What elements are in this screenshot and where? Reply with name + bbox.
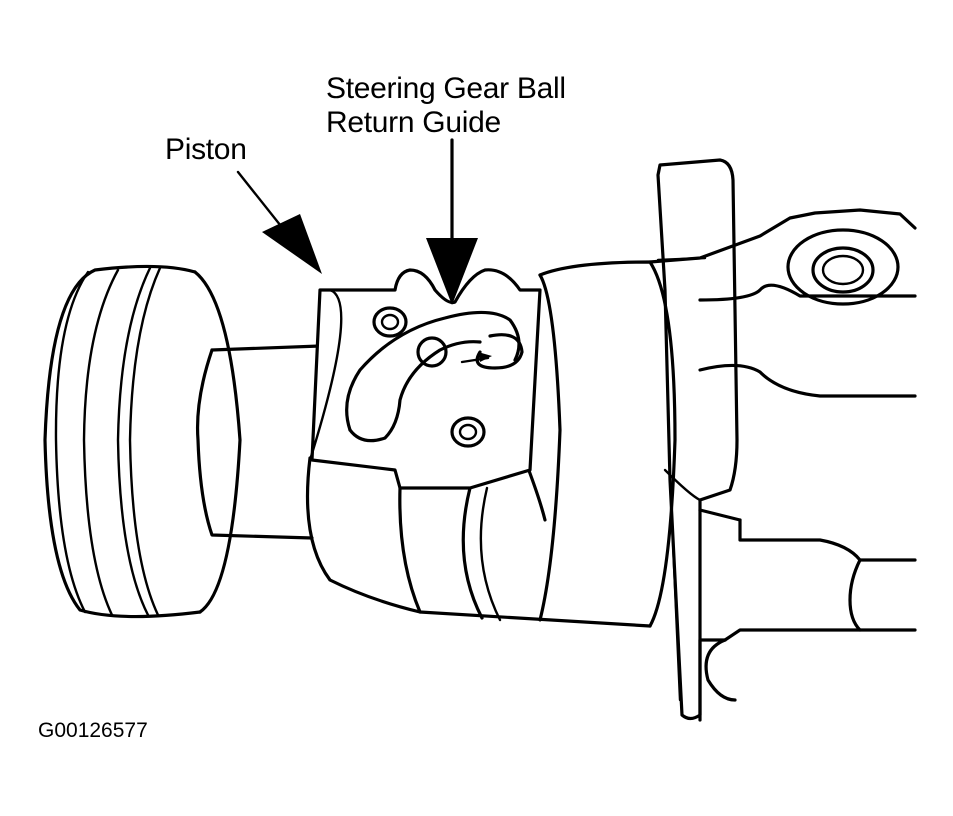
figure-id: G00126577 (38, 719, 148, 742)
piston-body (305, 260, 677, 628)
piston-label: Piston (165, 133, 247, 166)
gear-housing (648, 208, 917, 722)
guide-leader (426, 138, 478, 305)
rack-shaft (196, 344, 322, 540)
piston-arrowhead (262, 214, 322, 274)
guide-arrowhead (426, 238, 478, 305)
ball-return-guide (308, 268, 542, 490)
guide-label-line2: Return Guide (326, 106, 501, 139)
rack-end-cap (43, 264, 242, 619)
piston-leader (236, 170, 322, 274)
guide-label-line1: Steering Gear Ball (326, 72, 566, 105)
housing-flange (656, 158, 739, 721)
